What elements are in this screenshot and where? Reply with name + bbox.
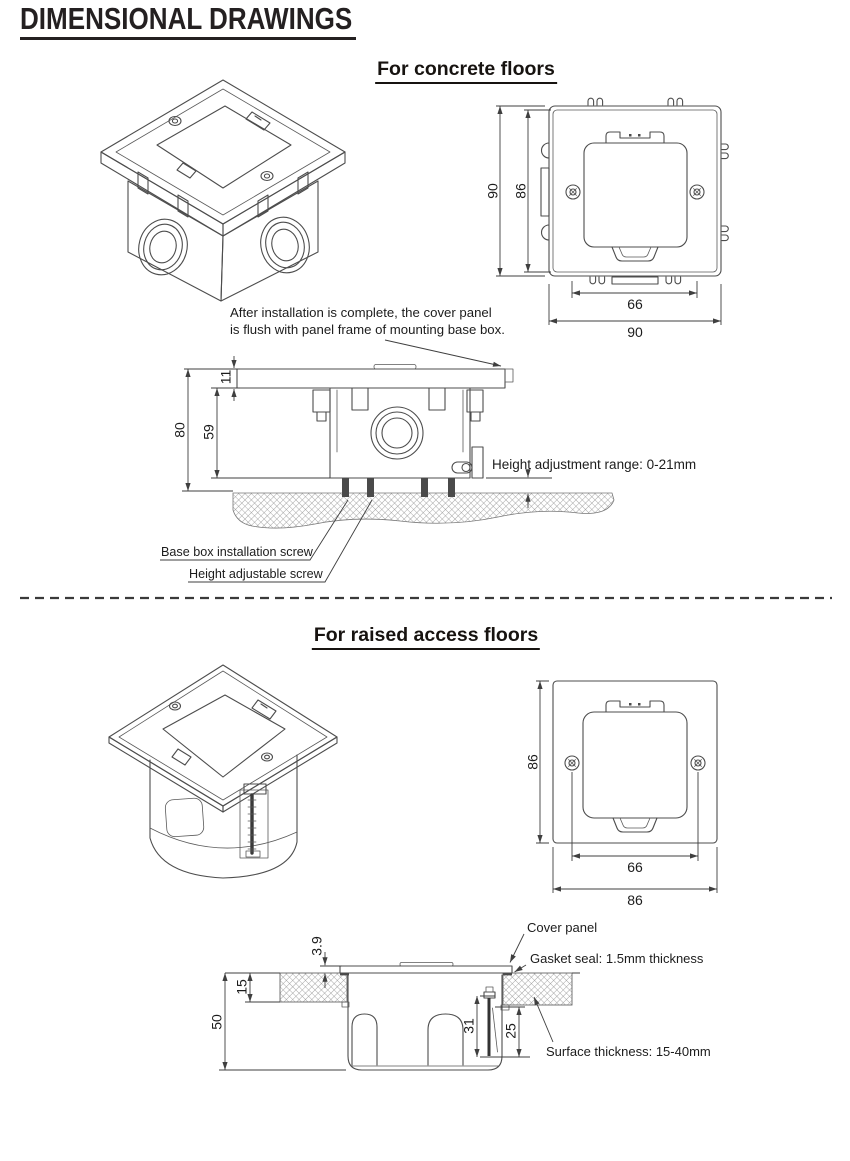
iso-plate-top [100,79,346,225]
front-clips [540,97,729,285]
riso-hinge [171,748,192,766]
gasket-label: Gasket seal: 1.5mm thickness [530,951,704,966]
iso-conduit-left [138,218,188,276]
riso-screw-left [168,701,182,711]
iso-conduit-right [260,216,310,274]
rside-clamp [483,986,498,1056]
rfront-screw-left [564,755,580,771]
rside-gasket-right [503,973,512,976]
rfront-latch [605,700,665,713]
base-box-screw-label: Base box installation screw [161,545,314,559]
dim-screw-spacing: 66 [627,296,643,312]
concrete-side-view: 11 59 80 Height adjustment range: 0-21mm… [160,305,696,583]
section-heading-concrete: For concrete floors [375,58,557,84]
front-dimensions: 90 86 66 90 [485,105,722,340]
front-screw-right [689,184,705,200]
rside-cable-arch-2 [427,1013,464,1066]
riso-latch [251,699,277,720]
iso-screw-left [168,115,182,127]
rside-floor-right [502,972,573,1006]
side-dimensions: 11 59 80 [172,356,330,492]
side-panel [236,368,506,389]
screw-labels: Base box installation screw Height adjus… [160,499,373,583]
height-screw-label: Height adjustable screw [189,567,324,581]
rdim-floor-thickness: 15 [234,979,250,995]
riso-cutout [164,797,205,838]
side-box [329,387,471,479]
iso-screw-right [260,170,274,182]
riso-cover [162,694,286,778]
front-recess [611,246,659,262]
front-cover [583,142,688,248]
front-outer-frame [548,105,722,277]
rdim-outer-width: 86 [627,892,643,908]
rside-tub [347,974,503,1071]
front-inner-frame [552,109,718,273]
dim-panel-thickness: 11 [218,370,234,385]
side-knockout [370,406,424,460]
riso-plate-top [108,664,338,807]
rside-cover-panel [339,965,513,974]
rside-gasket-left [340,973,349,976]
rdim-overall-depth: 50 [209,1014,225,1030]
rfront-screw-right [690,755,706,771]
surface-thickness-label: Surface thickness: 15-40mm [546,1044,711,1059]
raised-side-view: 3.9 15 50 31 25 Cover panel Gasket seal:… [209,920,711,1071]
rdim-outer-height: 86 [525,754,541,770]
iso-cover [156,105,292,189]
iso-box-right-face [220,180,319,302]
concrete-front-view: 90 86 66 90 [485,97,729,340]
cover-panel-label: Cover panel [527,920,597,935]
flush-note-line1: After installation is complete, the cove… [230,305,492,320]
iso-box-clips [137,171,309,218]
flush-note-line2: is flush with panel frame of mounting ba… [230,322,505,337]
rdim-clamp-travel: 31 [461,1018,477,1034]
riso-cylinder [149,754,298,879]
dim-overall-depth: 80 [172,422,188,438]
height-adjustment-label: Height adjustment range: 0-21mm [492,457,696,472]
flush-note: After installation is complete, the cove… [230,305,505,367]
dim-outer-width: 90 [627,324,643,340]
height-adjustment: Height adjustment range: 0-21mm [486,457,696,508]
iso-hinge [176,162,197,179]
dim-inner-height: 86 [513,183,529,199]
front-screw-left [565,184,581,200]
side-screws [342,478,455,497]
rside-floor-left [279,972,348,1003]
side-adjuster-knob [451,461,473,474]
riso-screw-right [260,752,274,762]
riso-clamp [239,783,269,859]
rdim-screw-spacing: 66 [627,859,643,875]
floor-hatch [232,492,615,529]
rdim-protrusion: 3.9 [309,936,325,956]
dim-outer-height: 90 [485,183,501,199]
rside-dimensions: 3.9 15 50 31 25 [209,936,530,1071]
rfront-dimensions: 86 66 86 [525,680,718,908]
side-clips [312,387,484,479]
raised-front-view: 86 66 86 [525,680,718,908]
dim-box-depth: 59 [201,424,217,440]
rside-labels: Cover panel Gasket seal: 1.5mm thickness… [509,920,711,1059]
raised-iso-view [108,664,338,879]
front-latch [605,131,665,144]
concrete-iso-view [100,79,346,302]
rfront-cover [582,711,688,819]
rfront-outer-frame [552,680,718,844]
iso-latch [245,111,271,131]
rfront-recess [612,817,658,833]
rside-cable-arch-1 [351,1013,378,1066]
page-title: DIMENSIONAL DRAWINGS [20,2,356,40]
section-heading-raised: For raised access floors [311,624,541,650]
rdim-clamp-range: 25 [503,1023,519,1039]
